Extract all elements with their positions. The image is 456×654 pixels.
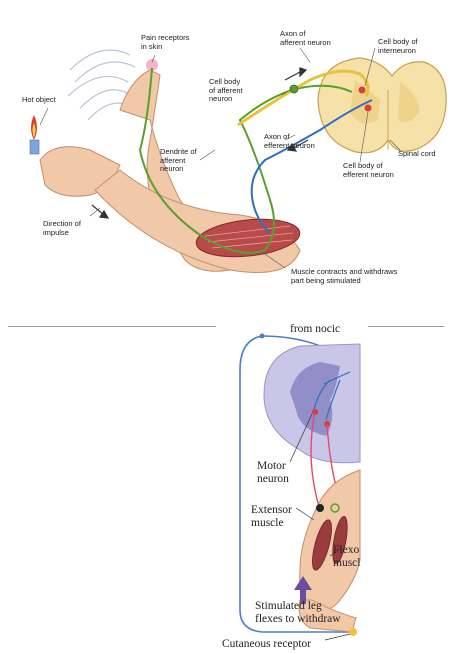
bottom-leader-lines [289,413,351,641]
extensor-muscle-shape [312,519,332,571]
divider-line-left [8,326,216,327]
cell-body-interneuron-label: Cell body of interneuron [378,37,418,55]
divider-line-right [368,326,444,327]
pain-receptors-label: Pain receptors in skin [141,33,190,51]
minus-marker-extensor [316,504,324,512]
pain-receptor-glow [146,59,158,71]
withdrawal-reflex-arm-diagram: Pain receptors in skin Hot object Axon o… [0,0,456,322]
spinal-cord-section [263,343,361,464]
withdraw-arrow [294,576,312,604]
axon-efferent-label: Axon of efferent neuron [264,132,315,150]
cord-neurons [313,371,351,421]
extensor-muscle-label: Extensor muscle [251,504,292,529]
spinal-cord-label: Spinal cord [398,149,436,158]
muscle-contracts-label: Muscle contracts and withdraws part bein… [291,267,398,285]
foot [298,599,357,633]
muscle-striations [204,225,294,249]
arm-reflex-illustration [29,47,447,273]
cell-body-efferent-label: Cell body of efferent neuron [343,161,394,179]
spinal-cord-cross-section [317,57,447,154]
interneuron-path [237,69,370,127]
efferent-cell-body [364,104,372,112]
leader-lines [39,47,401,269]
flexor-muscle-label: Flexo muscl [333,544,361,569]
interneuron-cell-body [358,86,366,94]
cell-body-afferent-label: Cell body of afferent neuron [209,77,243,103]
axon-afferent-label: Axon of afferent neuron [280,29,331,47]
efferent-neuron-path [250,99,373,233]
cutaneous-receptor-label: Cutaneous receptor [222,638,312,650]
plus-marker-flexor [330,503,340,513]
afferent-neuron-path [138,67,353,254]
direction-impulse-label: Direction of impulse [43,219,81,237]
leg-reflex-illustration [239,333,361,641]
cutaneous-afferent-label: Cutaneous from nocic [290,322,341,335]
afferent-cell-body [289,84,299,94]
withdrawal-reflex-leg-diagram: Cutaneous from nocic Motor neuron Extens… [0,322,456,654]
direction-arrows [91,67,309,219]
motion-lines [67,49,136,121]
hot-object-label: Hot object [22,95,56,104]
hot-object-candle [29,115,40,155]
stimulated-leg-label: Stimulated leg flexes to withdraw [255,600,341,625]
cutaneous-afferent-fiber [239,335,350,633]
dendrite-afferent-label: Dendrite of afferent neuron [160,147,197,173]
cutaneous-receptor-spot [349,628,357,636]
motor-neuron-label: Motor neuron [257,460,289,485]
neuron-pathways [138,67,373,254]
dorsal-root-ganglion [259,333,265,339]
